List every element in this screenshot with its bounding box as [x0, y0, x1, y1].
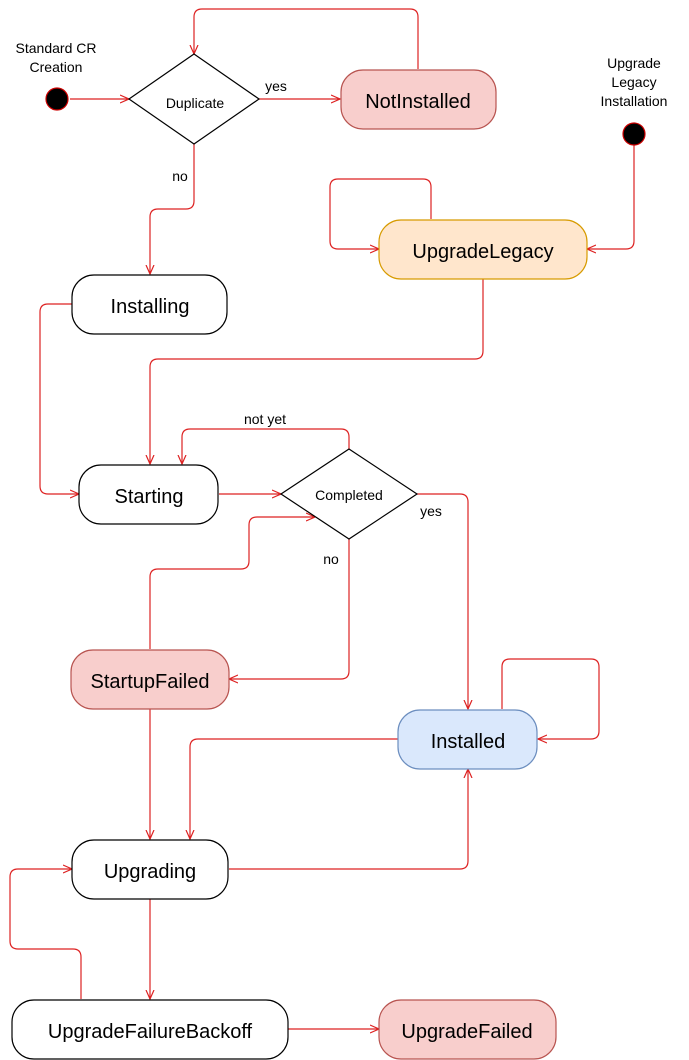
- edge-label-completed-yes: yes: [420, 503, 442, 519]
- start-dot: [45, 87, 69, 111]
- edge-notinstalled-loop-to-duplicate: [194, 8, 419, 69]
- state-installing: Installing: [71, 274, 228, 335]
- state-label: NotInstalled: [365, 91, 471, 113]
- state-upgradelegacy: UpgradeLegacy: [378, 219, 588, 280]
- edge-completed-no-to-startupfailed: [229, 539, 350, 679]
- decision-duplicate: Duplicate: [127, 53, 261, 145]
- start-label-line-2: Creation: [30, 59, 83, 75]
- edge-installing-to-starting: [39, 303, 79, 494]
- state-upgrading: Upgrading: [71, 839, 229, 900]
- start-label-line-1: Upgrade: [607, 55, 661, 71]
- edge-label-completed-not-yet: not yet: [244, 411, 286, 427]
- state-label: Upgrading: [104, 861, 196, 883]
- edge-label-duplicate-yes: yes: [265, 78, 287, 94]
- state-label: UpgradeFailed: [401, 1021, 532, 1043]
- state-starting: Starting: [78, 464, 219, 525]
- decision-label: Duplicate: [166, 95, 225, 111]
- edge-duplicate-no-to-installing: [150, 144, 195, 274]
- edge-backoff-to-upgrading: [9, 869, 82, 999]
- edge-legacy-start-to-upgradelegacy: [587, 145, 635, 249]
- decision-label: Completed: [315, 487, 383, 503]
- decision-completed: Completed: [279, 448, 419, 540]
- start-point-standard: Standard CR Creation: [16, 40, 97, 111]
- state-installed: Installed: [397, 709, 538, 770]
- edges: [9, 8, 635, 1029]
- edge-completed-yes-to-installed: [417, 493, 468, 709]
- edge-installed-to-upgrading: [190, 738, 398, 839]
- state-label: Installed: [431, 731, 506, 753]
- start-dot: [622, 122, 646, 146]
- state-label: UpgradeLegacy: [412, 241, 553, 263]
- state-startupfailed: StartupFailed: [70, 649, 230, 710]
- state-label: Starting: [115, 486, 184, 508]
- start-label-line-3: Installation: [601, 93, 668, 109]
- state-label: StartupFailed: [91, 671, 210, 693]
- edge-label-duplicate-no: no: [172, 168, 188, 184]
- start-label-line-2: Legacy: [611, 74, 656, 90]
- edge-installed-self-loop: [501, 658, 600, 739]
- state-upgradefailurebackoff: UpgradeFailureBackoff: [11, 999, 289, 1060]
- state-upgradefailed: UpgradeFailed: [378, 999, 557, 1060]
- state-label: Installing: [111, 296, 190, 318]
- start-point-legacy: Upgrade Legacy Installation: [601, 55, 668, 146]
- edge-upgradelegacy-to-starting: [150, 279, 484, 464]
- edge-upgradelegacy-self-loop: [329, 178, 432, 249]
- edge-completed-not-yet-to-starting: [182, 428, 350, 464]
- state-notinstalled: NotInstalled: [340, 69, 497, 130]
- edge-startupfailed-to-completed: [149, 517, 315, 649]
- start-label-line-1: Standard CR: [16, 40, 97, 56]
- state-label: UpgradeFailureBackoff: [48, 1021, 253, 1043]
- edge-label-completed-no: no: [323, 551, 339, 567]
- edge-upgrading-to-installed: [229, 769, 468, 870]
